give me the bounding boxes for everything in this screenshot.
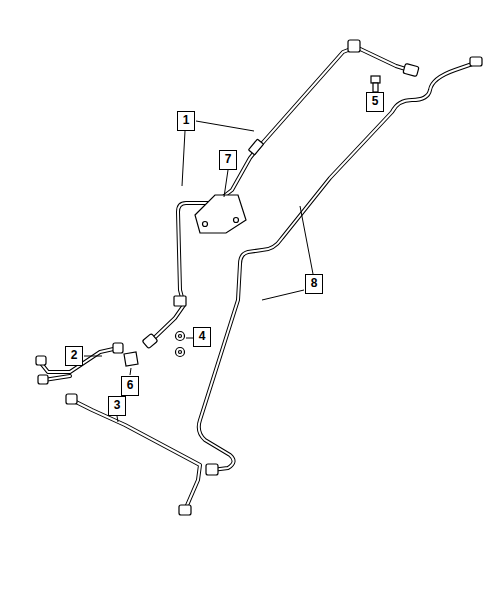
leader-line bbox=[186, 338, 193, 339]
leader-line bbox=[224, 170, 228, 197]
tube bbox=[72, 400, 200, 510]
washer bbox=[176, 348, 185, 357]
tube bbox=[199, 62, 478, 470]
bolt-head bbox=[371, 76, 380, 83]
callout-box: 7 bbox=[219, 150, 237, 170]
callout-number: 3 bbox=[113, 398, 121, 413]
fitting bbox=[113, 343, 123, 353]
leader-line bbox=[300, 206, 313, 274]
bracket-hole bbox=[234, 218, 239, 223]
fitting bbox=[403, 63, 419, 76]
tube-outline bbox=[40, 47, 478, 510]
tube bbox=[150, 47, 412, 342]
tube bbox=[199, 62, 478, 470]
leader-line bbox=[182, 131, 185, 186]
callout-number: 6 bbox=[126, 378, 134, 393]
clip bbox=[124, 352, 138, 366]
callout-number: 4 bbox=[198, 329, 206, 344]
bracket bbox=[195, 195, 246, 233]
fitting bbox=[38, 375, 48, 384]
fitting bbox=[142, 333, 158, 348]
fitting bbox=[36, 356, 46, 365]
bracket-hole bbox=[203, 222, 208, 227]
bolt-shaft bbox=[373, 83, 378, 92]
fitting bbox=[206, 464, 218, 475]
tube-clamp bbox=[174, 296, 186, 306]
leader-line bbox=[117, 416, 118, 422]
callout-number: 1 bbox=[182, 113, 190, 128]
washer-hole bbox=[179, 351, 182, 354]
callout-box: 2 bbox=[65, 346, 83, 366]
fitting bbox=[179, 505, 191, 515]
callout-number: 8 bbox=[310, 276, 318, 291]
callout-box: 4 bbox=[193, 327, 211, 347]
leader-line bbox=[84, 356, 102, 357]
tube bbox=[72, 400, 200, 510]
tube-fill bbox=[40, 47, 478, 510]
washer bbox=[176, 332, 185, 341]
callout-box: 8 bbox=[305, 274, 323, 294]
callout-box: 5 bbox=[366, 92, 384, 112]
fittings bbox=[36, 40, 482, 515]
leader-line bbox=[262, 290, 304, 300]
fitting bbox=[470, 57, 482, 66]
callout-number: 2 bbox=[70, 348, 78, 363]
callout-box: 3 bbox=[108, 396, 126, 416]
tube bbox=[150, 47, 412, 342]
fitting bbox=[66, 394, 77, 404]
callout-number: 7 bbox=[224, 152, 232, 167]
callout-box: 6 bbox=[121, 376, 139, 396]
leader-line bbox=[196, 121, 254, 131]
tube-clamp bbox=[248, 139, 263, 155]
washer-hole bbox=[179, 335, 182, 338]
fitting bbox=[348, 40, 360, 52]
callout-number: 5 bbox=[371, 94, 379, 109]
leader-line bbox=[130, 368, 131, 375]
callout-box: 1 bbox=[177, 111, 195, 131]
leader-lines bbox=[84, 92, 375, 422]
